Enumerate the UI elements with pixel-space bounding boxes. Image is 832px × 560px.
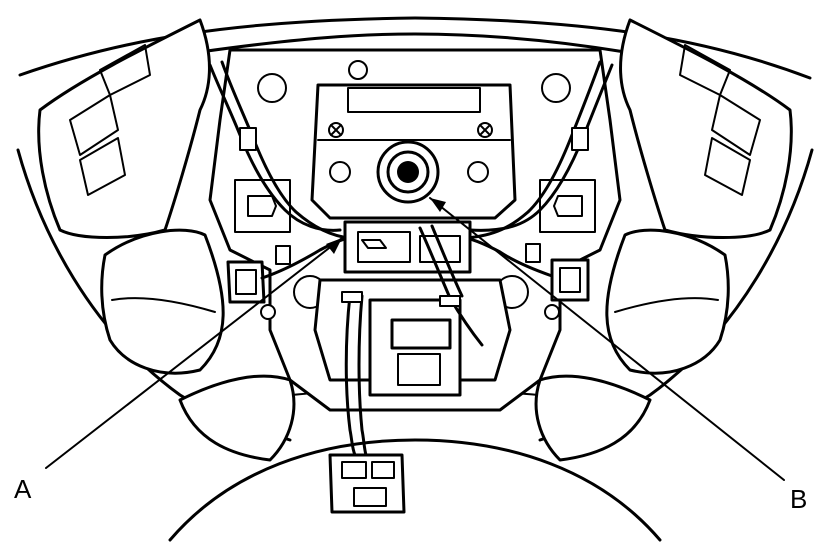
callout-b-leader [429, 197, 785, 481]
left-wire-harness-2 [220, 60, 352, 240]
hub-hole [329, 161, 351, 183]
callout-b-arrowhead [430, 198, 446, 212]
wheel-rim-top [18, 16, 812, 80]
left-switch-pod [37, 18, 211, 239]
left-latch [247, 195, 277, 217]
hub-hole [257, 73, 287, 103]
screw-icon [477, 122, 493, 138]
screw-icon [328, 122, 344, 138]
right-switch-connector [550, 258, 590, 302]
harness-clip [275, 245, 291, 265]
harness-clip [239, 127, 257, 151]
left-switch-button-3 [79, 137, 126, 196]
left-spoke [178, 374, 296, 462]
bottom-connector-plug [328, 453, 406, 514]
wheel-bottom-rim [168, 438, 662, 542]
hub-hole [467, 161, 489, 183]
hub-hole [544, 304, 560, 320]
center-wire-2 [430, 224, 464, 298]
right-wire-harness [468, 63, 614, 232]
harness-clip [525, 243, 541, 263]
right-switch-pod [619, 18, 793, 239]
harness-clip [439, 295, 461, 307]
right-spoke [534, 374, 652, 462]
left-wire-harness [208, 63, 342, 232]
callout-a-leader [45, 237, 343, 469]
right-lower-pod [605, 228, 730, 375]
right-switch-button-3 [704, 137, 751, 196]
hub-hole [541, 73, 571, 103]
wheel-rim-top-inner [198, 32, 627, 54]
right-wire-harness-2 [463, 60, 602, 240]
callout-a-label: A [14, 474, 32, 504]
left-switch-connector [226, 260, 266, 304]
harness-clip [571, 127, 589, 151]
left-lower-pod-detail [111, 297, 216, 313]
left-lower-pod [100, 228, 225, 375]
lower-wire-harness-2 [357, 294, 368, 457]
hub-hole [348, 60, 368, 80]
callout-b-label: B [790, 484, 807, 514]
central-connector-block [343, 220, 472, 274]
right-switch-button-2 [679, 44, 731, 96]
left-switch-button-2 [99, 44, 151, 96]
callout-a-arrowhead [326, 238, 342, 254]
lower-wire-harness [344, 293, 357, 457]
left-switch-button-1 [69, 94, 119, 156]
harness-clip [341, 291, 363, 303]
hub-top-cutout [347, 87, 481, 113]
hub-hole [260, 304, 276, 320]
right-switch-button-1 [711, 94, 761, 156]
right-lower-pod-detail [614, 297, 719, 313]
lower-module [368, 298, 462, 397]
center-nut [376, 140, 440, 204]
right-latch [553, 195, 583, 217]
